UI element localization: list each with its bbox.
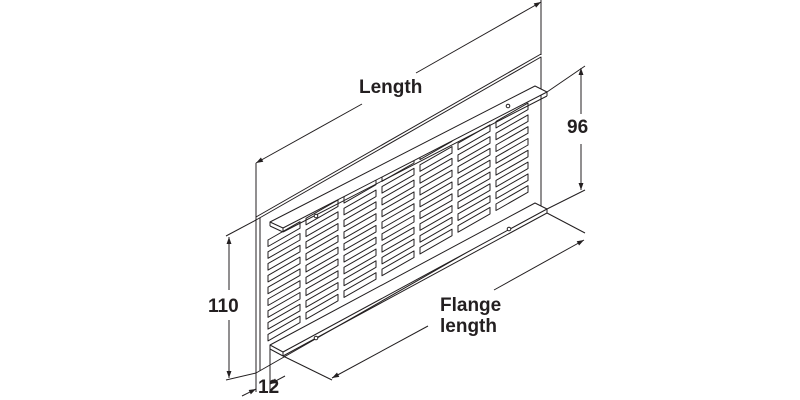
vent-slot: [381, 167, 415, 194]
flange-depth-label: 12: [258, 377, 280, 398]
vent-slot: [305, 258, 339, 285]
vent-slot: [267, 256, 301, 283]
vent-slot: [343, 201, 377, 228]
vent-slot: [457, 147, 491, 174]
height-110-dimension: [225, 219, 257, 381]
vent-slot: [419, 228, 453, 255]
vent-slot: [495, 161, 529, 188]
vent-slot: [267, 244, 301, 271]
vent-slot: [457, 206, 491, 233]
flange-length-dimension: [282, 212, 586, 381]
length-label: Length: [359, 77, 423, 98]
vent-slot: [419, 193, 453, 220]
vent-slot: [457, 183, 491, 210]
vent-slot: [419, 157, 453, 184]
vent-slot: [381, 226, 415, 253]
vent-slot: [457, 136, 491, 162]
height-96-dimension: [546, 65, 586, 210]
vent-slot: [495, 173, 529, 200]
height-96-label: 96: [567, 117, 589, 138]
vent-slot: [381, 214, 415, 241]
vent-slot: [267, 268, 301, 295]
flange-length-label-line2: length: [440, 316, 497, 337]
vent-slot: [457, 171, 491, 198]
vent-slot: [305, 270, 339, 297]
vent-slot: [381, 250, 415, 277]
flange-length-label: Flange length: [440, 295, 501, 337]
flange-depth-12-dimension: [241, 349, 286, 397]
vent-slot: [495, 114, 529, 141]
slot-grid: [267, 90, 529, 342]
vent-slot: [267, 232, 301, 259]
vent-slot: [495, 137, 529, 164]
vent-slot: [343, 236, 377, 263]
vent-slot: [381, 238, 415, 265]
vent-slot: [495, 126, 529, 152]
vent-slot: [495, 185, 529, 211]
vent-slot: [419, 216, 453, 243]
vent-slot: [305, 282, 339, 308]
vent-slot: [267, 291, 301, 318]
vent-slot: [305, 246, 339, 273]
vent-slot: [267, 315, 301, 342]
height-110-label: 110: [208, 296, 239, 317]
vent-slot: [419, 146, 453, 172]
vent-slot: [457, 159, 491, 186]
vent-slot: [343, 260, 377, 287]
vent-slot: [343, 189, 377, 216]
vent-slot: [343, 213, 377, 239]
vent-slot: [267, 280, 301, 306]
vent-slot: [343, 224, 377, 251]
vent-slot: [343, 272, 377, 298]
vent-slot: [381, 179, 415, 206]
bottom-flange: [269, 202, 548, 357]
vent-slot: [305, 293, 339, 320]
vent-slot: [381, 191, 415, 218]
vent-slot: [495, 102, 529, 129]
vent-slot: [381, 203, 415, 229]
vent-slot: [495, 149, 529, 176]
vent-slot: [305, 211, 339, 238]
vent-slot: [419, 169, 453, 196]
vent-slot: [419, 205, 453, 231]
vent-slot: [343, 248, 377, 275]
vent-slot: [457, 195, 491, 221]
vent-slot: [305, 234, 339, 261]
flange-length-label-line1: Flange: [440, 295, 502, 316]
vent-slot: [267, 303, 301, 330]
vent-slot: [305, 223, 339, 249]
length-dimension: [255, 0, 542, 218]
vent-slot: [419, 181, 453, 208]
